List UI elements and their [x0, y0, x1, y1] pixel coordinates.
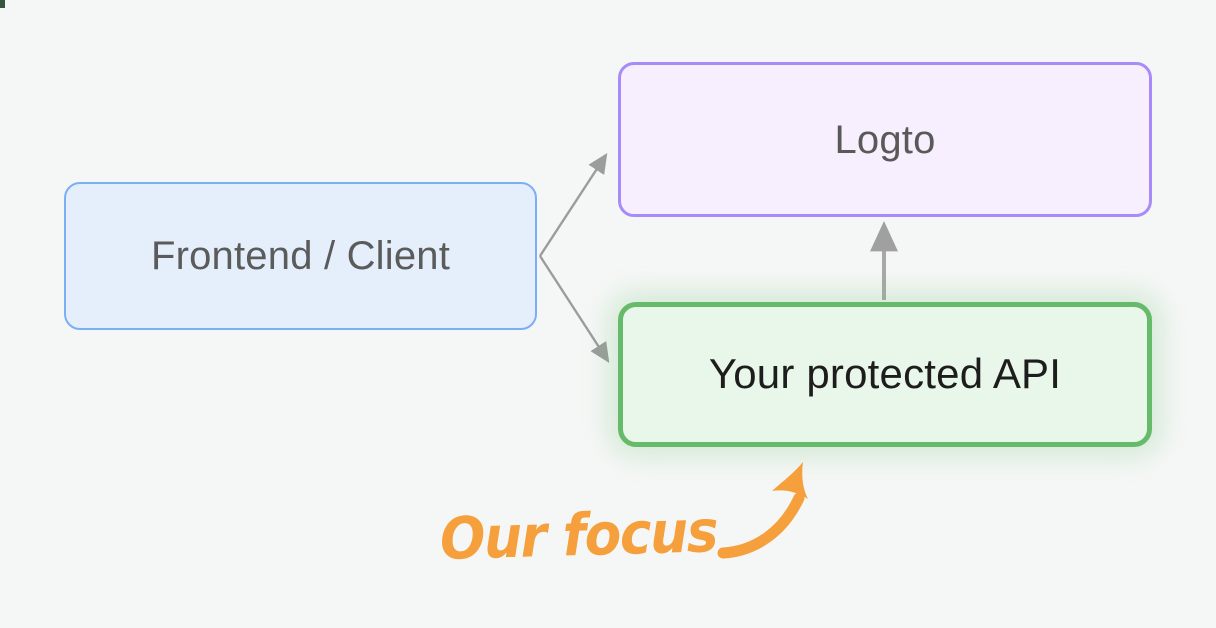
- node-logto[interactable]: Logto: [618, 62, 1152, 217]
- edge-frontend-to-api: [538, 255, 610, 364]
- corner-artifact: [0, 0, 5, 8]
- annotation-our-focus: Our focus: [439, 497, 740, 580]
- node-frontend-client-label: Frontend / Client: [150, 234, 451, 278]
- edge-frontend-to-logto: [538, 152, 608, 257]
- node-logto-label: Logto: [834, 117, 936, 162]
- node-your-protected-api-label: Your protected API: [708, 350, 1062, 398]
- node-frontend-client[interactable]: Frontend / Client: [64, 182, 537, 330]
- annotation-our-focus-label: Our focus: [439, 497, 718, 573]
- node-your-protected-api[interactable]: Your protected API: [618, 302, 1152, 447]
